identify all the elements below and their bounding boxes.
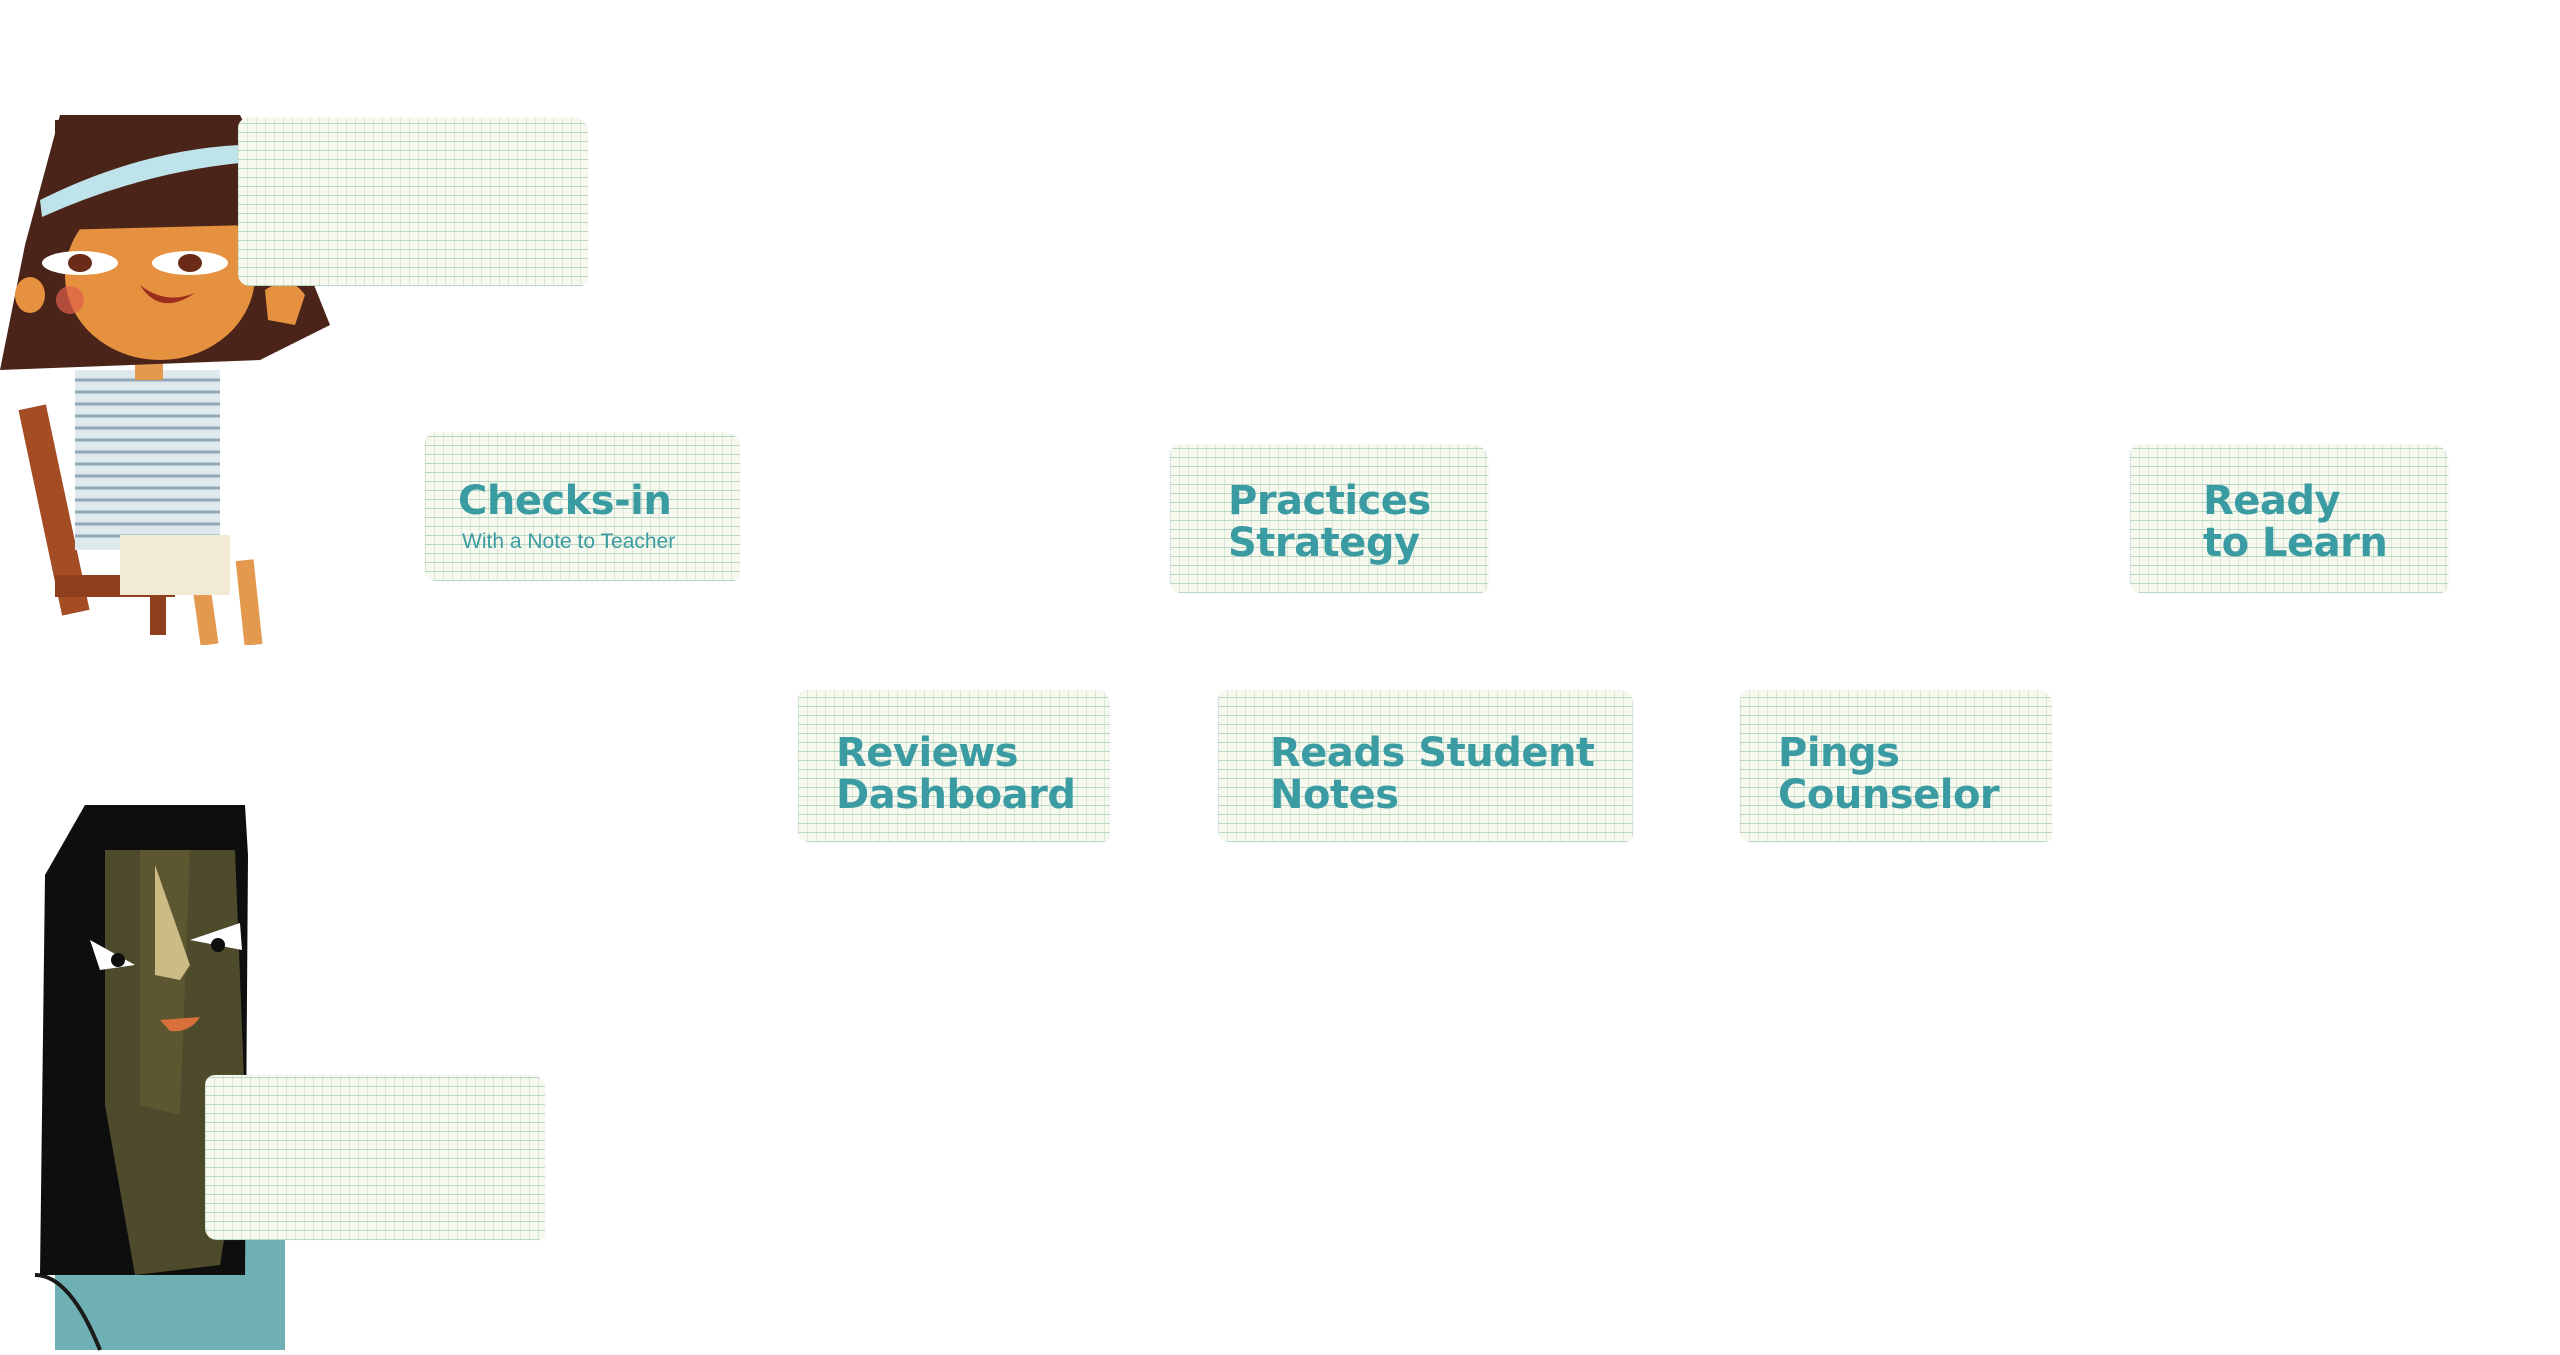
step-ready-to-learn: [2130, 445, 2448, 593]
step-reads-student-notes: [1218, 690, 1633, 842]
step-checks-in-subtitle: With a Note to Teacher: [462, 530, 676, 553]
ghost-card-left: [300, 580, 540, 705]
step-reads-student-notes-label: Reads Student Notes: [1270, 730, 1595, 818]
step-pings-counselor: [1740, 690, 2052, 842]
student-illustration: [0, 115, 330, 645]
step-reviews-dashboard: [798, 690, 1110, 842]
step-ready-to-learn-label: Ready to Learn: [2203, 478, 2388, 566]
step-checks-in-title: Checks-in: [458, 478, 672, 524]
step-checks-in: [425, 433, 740, 581]
step-practices-strategy: [1170, 445, 1488, 593]
ghost-card-right: [2240, 580, 2530, 705]
step-reviews-dashboard-label: Reviews Dashboard: [836, 730, 1076, 818]
teacher-speech-bubble: [205, 1075, 545, 1240]
student-speech-bubble: [238, 118, 588, 286]
step-practices-strategy-label: Practices Strategy: [1228, 478, 1431, 566]
step-pings-counselor-label: Pings Counselor: [1778, 730, 2000, 818]
teacher-illustration: [34, 805, 285, 1351]
